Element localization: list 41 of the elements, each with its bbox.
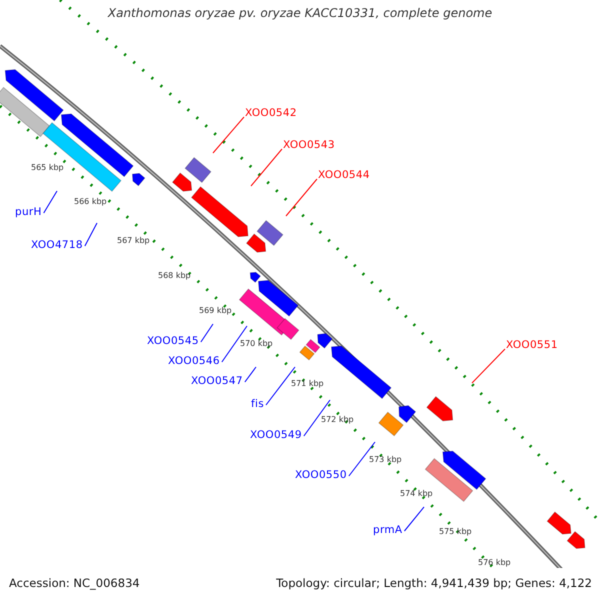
position-tick-label: 570 kbp <box>240 339 273 349</box>
leader-line <box>244 366 256 382</box>
position-tick-label: 571 kbp <box>291 379 324 389</box>
position-tick-label: 572 kbp <box>321 415 354 425</box>
gene-label: fis <box>251 398 264 410</box>
position-tick-label: 569 kbp <box>199 306 232 316</box>
position-tick-label: 568 kbp <box>158 271 191 281</box>
gene-label: XOO0546 <box>168 355 220 367</box>
gene-label: XOO0545 <box>147 335 199 347</box>
position-tick-label: 576 kbp <box>478 558 511 568</box>
leader-line <box>43 190 58 214</box>
genome-summary-text: Topology: circular; Length: 4,941,439 bp; Genes: 4,122 <box>276 576 592 590</box>
gene-label: XOO0543 <box>283 139 335 151</box>
gene-label: prmA <box>373 524 402 536</box>
position-tick-label: 567 kbp <box>117 236 150 246</box>
leader-line <box>84 222 98 246</box>
leader-line <box>265 366 296 406</box>
accession-text: Accession: NC_006834 <box>9 576 140 590</box>
position-tick-label: 566 kbp <box>74 197 107 207</box>
position-tick-label: 575 kbp <box>439 527 472 537</box>
leader-line <box>250 148 282 186</box>
leader-line <box>404 506 424 532</box>
leader-line <box>200 324 214 342</box>
position-tick-label: 573 kbp <box>369 455 402 465</box>
leader-line <box>472 348 506 384</box>
leader-line <box>348 442 376 476</box>
leader-line <box>221 326 248 362</box>
position-tick-label: 565 kbp <box>31 163 64 173</box>
position-tick-label: 574 kbp <box>400 489 433 499</box>
gene-label: XOO0550 <box>295 469 347 481</box>
gene-label: XOO4718 <box>31 239 83 251</box>
gene-label: XOO0549 <box>250 429 302 441</box>
gene-label: purH <box>15 206 42 218</box>
gene-label: XOO0547 <box>191 375 243 387</box>
gene-label: XOO0544 <box>318 169 370 181</box>
leader-line <box>303 400 330 436</box>
leader-line <box>212 116 244 154</box>
gene-label: XOO0542 <box>245 107 297 119</box>
diagram-title: Xanthomonas oryzae pv. oryzae KACC10331, complete genome <box>106 6 494 20</box>
gene-label: XOO0551 <box>506 339 558 351</box>
leader-line <box>286 178 318 216</box>
